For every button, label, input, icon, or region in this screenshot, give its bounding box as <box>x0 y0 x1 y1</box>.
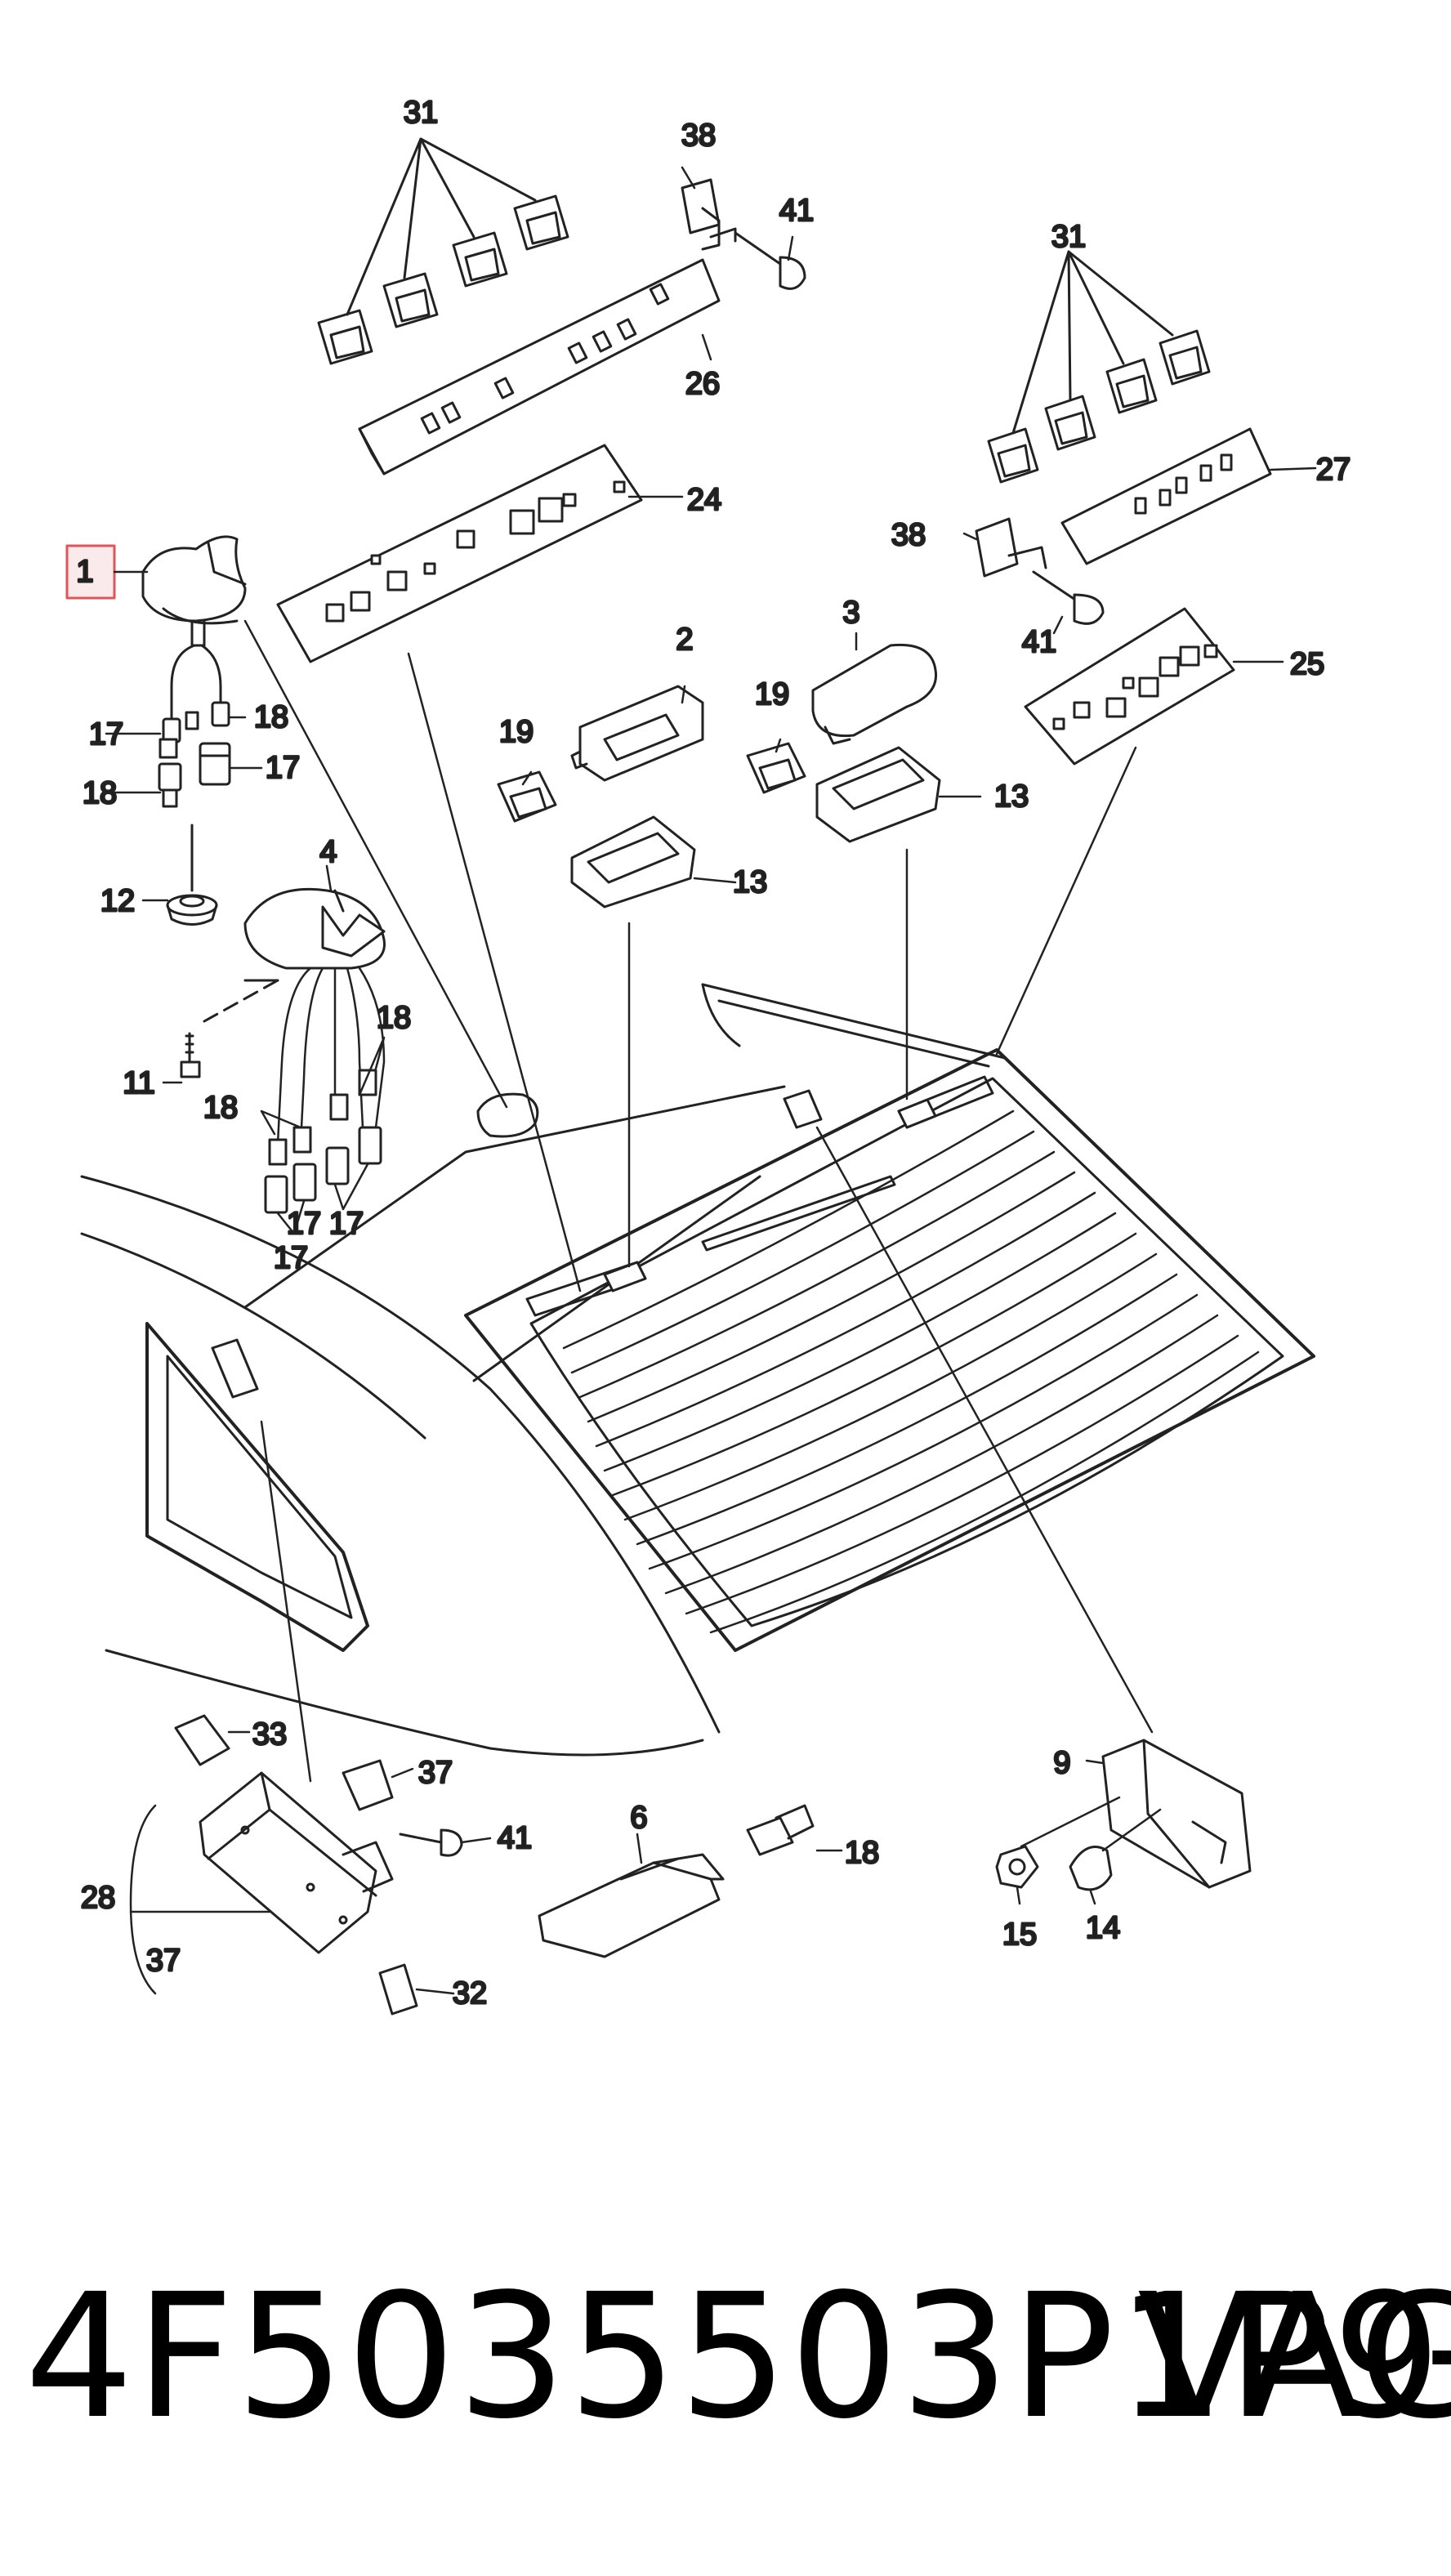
callout-33: 33 <box>252 1717 287 1752</box>
antenna-base-icon <box>203 887 386 1214</box>
module-2 <box>570 685 704 782</box>
callout-24: 24 <box>687 483 721 517</box>
callout-15: 15 <box>1002 1917 1037 1952</box>
film-strip-24 <box>276 444 643 663</box>
clips-31-left <box>317 194 569 365</box>
callout-11: 11 <box>123 1066 154 1100</box>
callout-41: 41 <box>779 194 814 228</box>
film-strip-25 <box>1024 607 1235 766</box>
callout-18: 18 <box>377 1001 411 1035</box>
roof-antenna-icon <box>141 535 247 759</box>
callout-12: 12 <box>100 884 135 918</box>
callout-1: 1 <box>76 555 93 589</box>
callout-32: 32 <box>453 1976 487 2011</box>
rear-window-icon <box>211 1048 1315 1652</box>
callout-18: 18 <box>845 1836 879 1870</box>
callout-41: 41 <box>498 1821 532 1855</box>
bracket-clip-icon <box>681 178 737 251</box>
callout-27: 27 <box>1316 453 1351 487</box>
amplifier-module-icon <box>199 1771 394 1954</box>
brand-label: VAG <box>1137 2257 1451 2457</box>
callout-9: 9 <box>1053 1746 1070 1780</box>
callout-17: 17 <box>287 1207 321 1241</box>
cap-14 <box>1069 1846 1113 1891</box>
callout-18: 18 <box>254 700 288 734</box>
nut-icon <box>995 1845 1039 1889</box>
housing-13-right <box>815 746 941 843</box>
housing-13-left <box>570 815 696 909</box>
callout-6: 6 <box>630 1801 647 1835</box>
callout-37: 37 <box>418 1756 453 1790</box>
connector-icon <box>174 1714 418 2016</box>
amplifier-strip-26 <box>358 258 721 475</box>
connector-icon <box>746 1804 815 1856</box>
leader-31-left <box>346 137 537 316</box>
exploded-parts-diagram: 1 17 18 18 17 12 4 18 11 18 17 17 17 31 … <box>65 95 1352 2016</box>
callout-37: 37 <box>146 1944 181 1978</box>
callout-31: 31 <box>1051 220 1086 254</box>
screw-icon <box>734 231 806 290</box>
callout-13: 13 <box>994 779 1029 814</box>
callout-17: 17 <box>274 1241 308 1275</box>
screw-icon <box>399 1828 463 1857</box>
module-6 <box>538 1853 725 1958</box>
connector-icon <box>497 742 806 823</box>
callout-14: 14 <box>1086 1911 1120 1945</box>
car-body-outline <box>80 983 1007 1757</box>
callout-38: 38 <box>891 518 926 552</box>
bracket-9 <box>1101 1739 1252 1889</box>
callout-labels: 1 17 18 18 17 12 4 18 11 18 17 17 17 31 … <box>75 95 1352 2012</box>
leader-31-right <box>1011 250 1174 435</box>
leader-lines <box>105 166 1317 1995</box>
module-3 <box>811 643 938 745</box>
callout-25: 25 <box>1290 647 1324 681</box>
amplifier-strip-27 <box>1060 427 1272 565</box>
callout-41: 41 <box>1022 625 1056 659</box>
callout-18: 18 <box>83 776 117 810</box>
callout-17: 17 <box>266 751 300 785</box>
callout-19: 19 <box>499 715 534 749</box>
clips-31-right <box>987 329 1211 484</box>
callout-28: 28 <box>81 1881 115 1915</box>
bracket-clip-icon <box>975 517 1047 578</box>
callout-26: 26 <box>685 367 720 401</box>
callout-17: 17 <box>89 717 123 752</box>
part-number: 4F5035503P1P9 <box>25 2257 1444 2457</box>
callout-19: 19 <box>755 677 789 712</box>
callout-17: 17 <box>329 1207 364 1241</box>
callout-38: 38 <box>681 118 716 153</box>
callout-31: 31 <box>404 96 438 130</box>
callout-2: 2 <box>676 623 693 657</box>
highlight-box-part-1 <box>65 544 116 600</box>
nut-icon <box>166 824 218 926</box>
connector-icon <box>158 711 231 808</box>
screw-icon <box>180 1032 201 1078</box>
callout-4: 4 <box>319 835 337 869</box>
screw-icon <box>1032 570 1105 625</box>
callout-13: 13 <box>733 865 767 900</box>
callout-18: 18 <box>203 1091 238 1125</box>
callout-3: 3 <box>842 596 859 630</box>
